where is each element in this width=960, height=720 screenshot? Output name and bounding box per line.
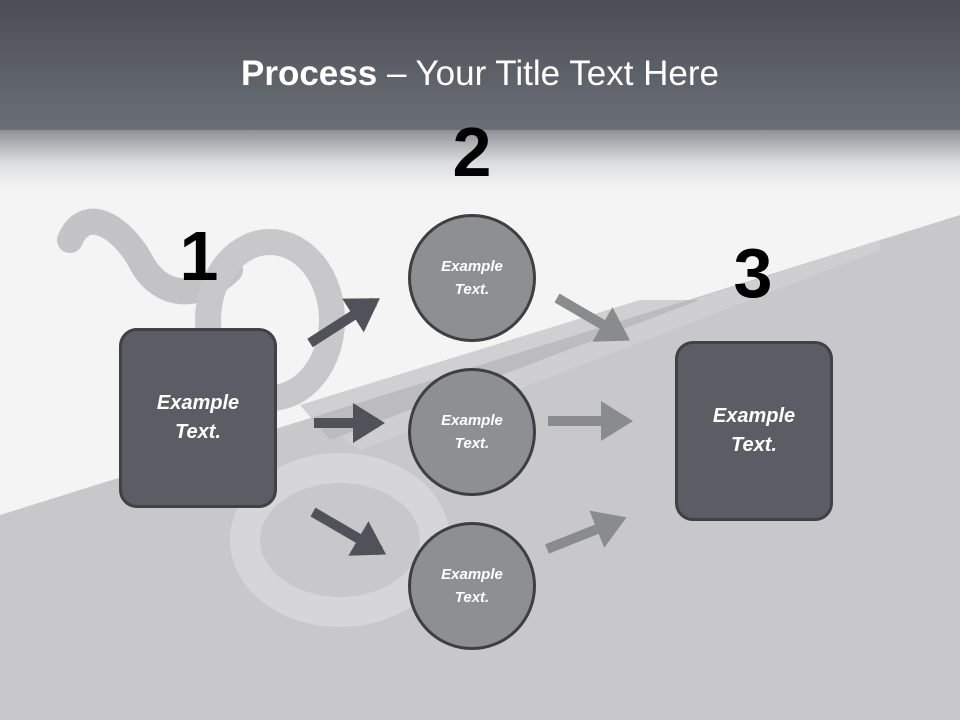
step-number-1: 1	[179, 217, 219, 295]
title-rest-part: – Your Title Text Here	[377, 54, 719, 93]
step2-circle-bottom: Example Text.	[408, 522, 536, 650]
title-bold-part: Process	[241, 54, 378, 93]
step-number-2: 2	[452, 113, 492, 191]
step3-box: Example Text.	[675, 341, 833, 521]
step3-box-text: Example Text.	[712, 405, 796, 456]
step2-circle-middle: Example Text.	[408, 368, 536, 496]
step2-circle-top-text: Example Text.	[441, 258, 503, 298]
step2-circle-bottom-text: Example Text.	[441, 566, 503, 606]
step1-box: Example Text.	[119, 328, 277, 508]
title-bar-fade	[0, 130, 960, 190]
step2-circle-top: Example Text.	[408, 214, 536, 342]
arrow-circle-top-to-box3	[554, 293, 631, 342]
step-number-3: 3	[733, 234, 773, 312]
arrow-box1-to-circle-top	[307, 297, 380, 348]
step2-circle-middle-text: Example Text.	[441, 412, 503, 452]
arrow-circle-bottom-to-box3	[545, 510, 627, 554]
step1-box-text: Example Text.	[156, 392, 240, 443]
slide-title: Process – Your Title Text Here	[0, 52, 960, 96]
title-bar	[0, 0, 960, 130]
arrow-box1-to-circle-bottom	[310, 507, 387, 556]
